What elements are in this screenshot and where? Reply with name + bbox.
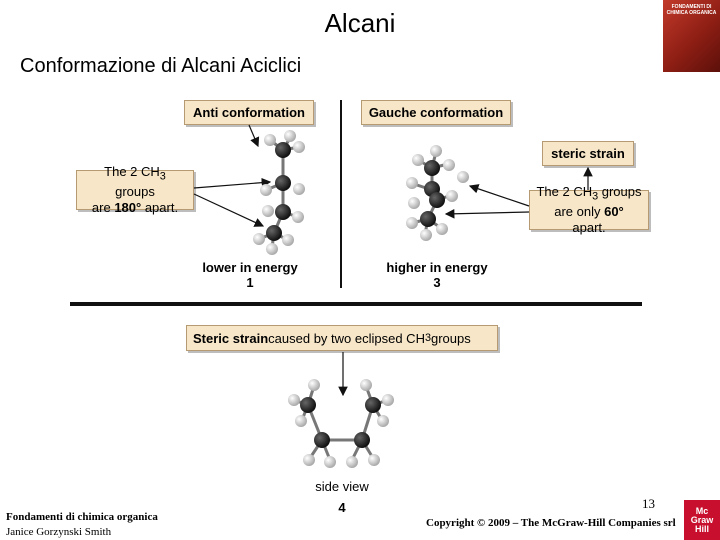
logo-line2: Graw: [690, 514, 714, 525]
anti-structure-number: 1: [246, 275, 254, 290]
gauche-molecule-model: [406, 145, 469, 241]
book-cover-text: FONDAMENTI DI CHIMICA ORGANICA: [666, 4, 717, 16]
slide-title: Alcani: [324, 8, 396, 38]
book-cover-image: FONDAMENTI DI CHIMICA ORGANICA: [663, 0, 720, 72]
gauche-info-line2-suffix: apart.: [572, 220, 606, 236]
gauche-energy-text: higher in energy: [386, 260, 488, 275]
vertical-divider: [340, 100, 342, 288]
footer-author: Janice Gorzynski Smith: [6, 526, 112, 538]
slide-subtitle: Conformazione di Alcani Aciclici: [20, 55, 302, 77]
eclipsed-structure-number: 4: [338, 500, 346, 515]
anti-info-line2-suffix: apart.: [141, 200, 179, 216]
eclipsed-strain-bold: Steric strain: [193, 330, 269, 346]
anti-info-line1-prefix: The 2 CH: [104, 163, 160, 179]
eclipsed-molecule-model: [288, 379, 394, 468]
mcgraw-hill-logo: Mc Graw Hill: [684, 500, 720, 540]
gauche-info-line1-sub: 3: [592, 190, 599, 203]
gauche-info-line2-prefix: are only: [554, 204, 605, 220]
gauche-arrow-top: [468, 184, 530, 207]
gauche-angle: 60°: [604, 204, 624, 220]
gauche-conformation-label: Gauche conformation: [361, 100, 511, 125]
anti-energy-caption: lower in energy 1: [196, 260, 304, 290]
gauche-info-line1-prefix: The 2 CH: [536, 183, 593, 199]
eclipsed-strain-sub: 3: [424, 332, 431, 344]
anti-info-line2-prefix: are: [91, 200, 115, 216]
gauche-structure-number: 3: [433, 275, 441, 290]
logo-line3: Hill: [694, 523, 709, 534]
anti-arrow-bottom: [193, 193, 265, 227]
gauche-info-box: The 2 CH3 groups are only 60° apart.: [529, 184, 649, 235]
anti-info-line1-sub: 3: [159, 170, 166, 183]
anti-info-box: The 2 CH3 groups are 180° apart.: [76, 164, 194, 215]
anti-energy-text: lower in energy: [202, 260, 298, 275]
gauche-arrow-bottom: [444, 208, 530, 219]
anti-info-line1-suffix: groups: [115, 184, 155, 200]
horizontal-divider: [70, 302, 642, 306]
anti-angle: 180°: [114, 200, 142, 216]
logo-line1: Mc: [695, 505, 709, 516]
anti-conformation-label: Anti conformation: [184, 100, 314, 125]
page-number: 13: [642, 496, 655, 511]
footer-book-title: Fondamenti di chimica organica: [6, 511, 158, 523]
steric-strain-label: steric strain: [542, 141, 634, 166]
footer-copyright: Copyright © 2009 – The McGraw-Hill Compa…: [426, 517, 676, 529]
anti-molecule-model: [253, 130, 305, 255]
eclipsed-strain-rest: caused by two eclipsed CH: [268, 330, 425, 346]
anti-label-arrow: [248, 124, 260, 148]
gauche-info-line1-suffix: groups: [598, 183, 642, 199]
side-view-caption: side view: [315, 479, 369, 494]
eclipsed-strain-suffix: groups: [431, 330, 471, 346]
anti-arrow-top: [193, 177, 272, 189]
footer-book-info: Fondamenti di chimica organica Janice Go…: [6, 510, 158, 540]
gauche-energy-caption: higher in energy 3: [378, 260, 496, 290]
